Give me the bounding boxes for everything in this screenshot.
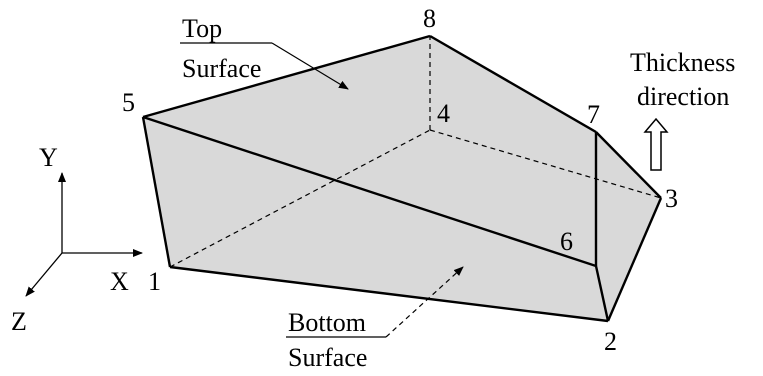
node-label-6: 6: [560, 227, 573, 256]
thickness-direction-annotation: Thickness direction: [630, 48, 735, 171]
z-axis-arrow: [25, 252, 63, 297]
right-face: [596, 132, 661, 321]
edge-6-2: [594, 265, 610, 322]
node-label-4: 4: [437, 99, 450, 128]
edge-4-3: [429, 129, 662, 199]
top-surface-leader-arrow: [271, 42, 349, 90]
bottom-surface-annotation: Bottom Surface: [286, 266, 464, 372]
edge-1-5: [141, 116, 172, 268]
node-label-2: 2: [604, 327, 617, 356]
top-face: [143, 36, 596, 266]
thickness-label-line1: Thickness: [630, 48, 735, 77]
edge-7-3: [595, 131, 662, 199]
node-label-5: 5: [122, 88, 135, 117]
thickness-label-line2: direction: [637, 82, 729, 111]
edge-5-6: [142, 115, 597, 268]
y-axis-label: Y: [39, 143, 58, 172]
front-face: [143, 117, 608, 321]
top-surface-label-line2: Surface: [182, 54, 261, 83]
hidden-edges: [169, 36, 662, 268]
z-axis-label: Z: [11, 307, 27, 336]
top-surface-annotation: Top Surface: [180, 14, 349, 90]
bottom-surface-label-line2: Surface: [288, 343, 367, 372]
node-label-3: 3: [665, 184, 678, 213]
edge-8-7: [429, 34, 597, 134]
node-label-1: 1: [148, 267, 161, 296]
node-label-7: 7: [587, 100, 600, 129]
thickness-arrow-icon: [643, 117, 669, 171]
x-axis-label: X: [110, 267, 129, 296]
edge-2-1: [169, 265, 609, 323]
visible-edges: [141, 34, 663, 323]
bottom-surface-label-line1: Bottom: [288, 308, 366, 337]
edge-5-8: [142, 34, 431, 119]
edge-3-2: [606, 197, 663, 322]
top-surface-label-line1: Top: [182, 14, 222, 43]
edge-1-4: [169, 129, 431, 268]
coordinate-axes: [25, 172, 143, 297]
node-label-8: 8: [423, 4, 436, 33]
